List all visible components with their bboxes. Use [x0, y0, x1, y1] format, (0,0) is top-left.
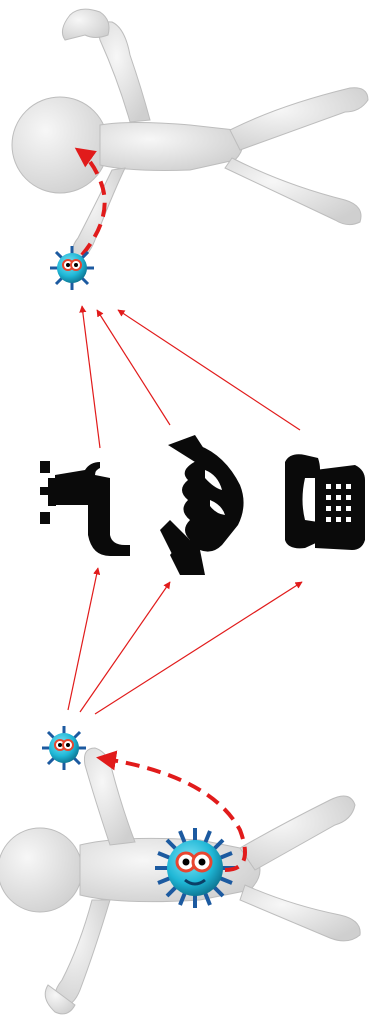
hand-germ-bottom [42, 726, 86, 770]
arrows-to-receiver [82, 306, 300, 448]
telephone-icon [285, 454, 365, 550]
arrows-from-source [68, 568, 302, 714]
faucet-icon [40, 461, 130, 556]
hand-germ-top [50, 246, 94, 290]
handshake-icon [160, 435, 244, 575]
body-germ [155, 828, 235, 908]
receiving-person-figure [12, 9, 368, 262]
